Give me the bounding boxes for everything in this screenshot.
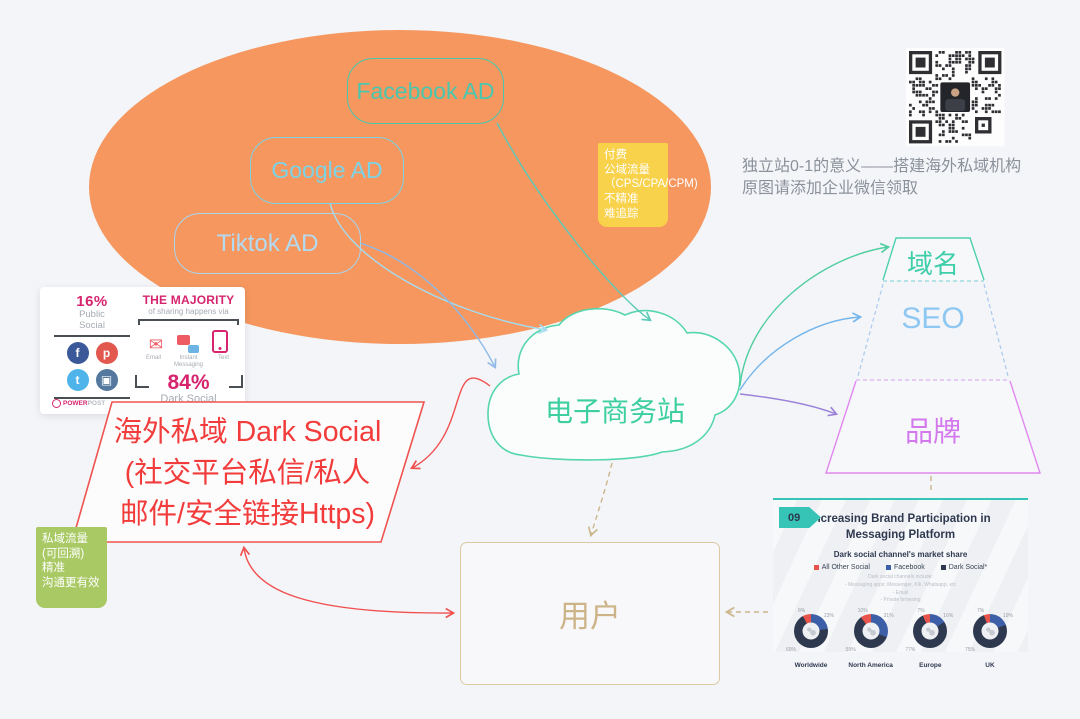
dark-social-column: THE MAJORITY of sharing happens via ✉ Em… <box>134 293 243 410</box>
world-map-center <box>802 622 820 640</box>
node-facebook-ad-label: Facebook AD <box>356 77 495 104</box>
infographic-subtitle: Dark social channel's market share <box>833 550 968 560</box>
chart-footnote: Dark social channels include: - Messagin… <box>844 574 957 604</box>
wechat-qr-code <box>906 48 1005 147</box>
edge-cloud-to-seo <box>739 312 863 391</box>
user-node: 用户 <box>460 542 720 685</box>
channel-icons: ✉ <box>136 329 241 353</box>
twitter-icon: t <box>66 369 89 392</box>
email-icon: ✉ <box>148 335 164 354</box>
edge-darksocial-user-bidirectional <box>239 545 456 619</box>
node-facebook-ad: Facebook AD <box>347 58 504 124</box>
world-map-center <box>921 622 939 640</box>
edge-cloud-to-brand <box>739 393 839 417</box>
note-line: 精准 <box>42 562 65 575</box>
instant-messaging-icon <box>176 335 199 353</box>
messaging-infographic: 09 Increasing Brand Participation in Mes… <box>773 498 1028 669</box>
pinterest-icon: p <box>95 342 118 365</box>
ecommerce-cloud-shape <box>487 307 741 461</box>
note-line: 不精准 <box>604 193 639 206</box>
facebook-icon: f <box>66 342 89 365</box>
ecommerce-cloud-label: 电子商务站 <box>544 396 685 427</box>
note-line: 难追踪 <box>604 207 639 220</box>
powerpost-logo-icon <box>52 399 61 408</box>
legend-swatch <box>813 565 819 571</box>
public-social-column: 16% Public Social f p t ▣ POWER POST <box>48 293 136 410</box>
node-google-ad: Google AD <box>250 137 404 204</box>
dark-social-percent: 84% <box>134 371 243 395</box>
donut-ring <box>853 614 888 649</box>
donut-ring <box>913 614 948 649</box>
note-line: 公域流量 <box>604 163 650 176</box>
legend-dark-social: Dark Social* <box>940 564 987 571</box>
qr-caption-line2: 原图请添加企业微信领取 <box>742 180 919 198</box>
infographic-title: Increasing Brand Participation in Messag… <box>810 513 991 541</box>
private-traffic-note: 私域流量 (可回溯) 精准 沟通更有效 <box>36 527 107 608</box>
donut-north-america: 10%31%59%North America <box>845 608 894 670</box>
paid-traffic-note: 付费 公域流量 （CPS/CPA/CPM) 不精准 难追踪 <box>598 143 698 227</box>
funnel-level-domain: 域名 <box>906 249 959 279</box>
node-tiktok-ad-label: Tiktok AD <box>216 229 319 257</box>
funnel-level-seo: SEO <box>901 302 965 335</box>
powerpost-logo: POWER POST <box>52 399 105 408</box>
public-social-label: Public Social <box>79 309 105 331</box>
bracket-top <box>138 319 239 325</box>
social-icons-frame: f p t ▣ <box>54 335 130 400</box>
majority-subtitle: of sharing happens via <box>148 307 229 316</box>
note-line: 私域流量 <box>42 533 88 545</box>
note-line: (可回溯) <box>42 547 85 560</box>
edge-tiktok-to-cloud <box>359 242 497 369</box>
world-map-center <box>862 622 880 640</box>
user-node-label: 用户 <box>559 599 621 634</box>
edge-cloud-to-darksocial <box>410 377 491 470</box>
donut-ring <box>972 614 1007 649</box>
text-message-icon <box>212 330 229 353</box>
qr-caption-line1: 独立站0-1的意义——搭建海外私域机构 <box>742 158 1022 175</box>
funnel-level-brand: 品牌 <box>904 416 961 447</box>
dark-social-title: 海外私域 Dark Social (社交平台私信/私人 邮件/安全链接Https… <box>113 416 382 530</box>
node-google-ad-label: Google AD <box>271 157 383 183</box>
donut-ring <box>794 614 828 649</box>
donut-europe: 7%16%77%Europe <box>905 608 954 670</box>
legend-swatch <box>885 565 891 571</box>
chart-legend: All Other Social Facebook Dark Social* <box>773 564 1028 571</box>
powerpost-infographic: 16% Public Social f p t ▣ POWER POST THE… <box>40 287 245 414</box>
note-line: 付费 <box>604 149 627 161</box>
channel-labels: Email Instant Messaging Text <box>145 355 229 368</box>
edge-google-to-cloud <box>329 202 549 334</box>
majority-title: THE MAJORITY <box>142 293 235 307</box>
node-tiktok-ad: Tiktok AD <box>174 213 361 274</box>
note-line: 沟通更有效 <box>42 577 100 590</box>
slide-number-badge: 09 <box>779 507 821 528</box>
legend-all-other-social: All Other Social <box>813 564 870 571</box>
instagram-icon: ▣ <box>95 369 118 392</box>
public-social-percent: 16% <box>76 293 108 310</box>
qr-caption: 独立站0-1的意义——搭建海外私域机构 原图请添加企业微信领取 <box>742 156 1064 201</box>
note-line: （CPS/CPA/CPM) <box>604 178 698 191</box>
donut-uk: 7%19%75%UK <box>964 608 1013 670</box>
legend-facebook: Facebook <box>885 564 925 571</box>
edge-cloud-to-user <box>587 462 613 538</box>
donut-worldwide: 8%23%69%Worldwide <box>786 608 834 670</box>
edge-cloud-to-domain <box>739 242 891 387</box>
world-map-center <box>981 622 999 640</box>
legend-swatch <box>940 565 946 571</box>
